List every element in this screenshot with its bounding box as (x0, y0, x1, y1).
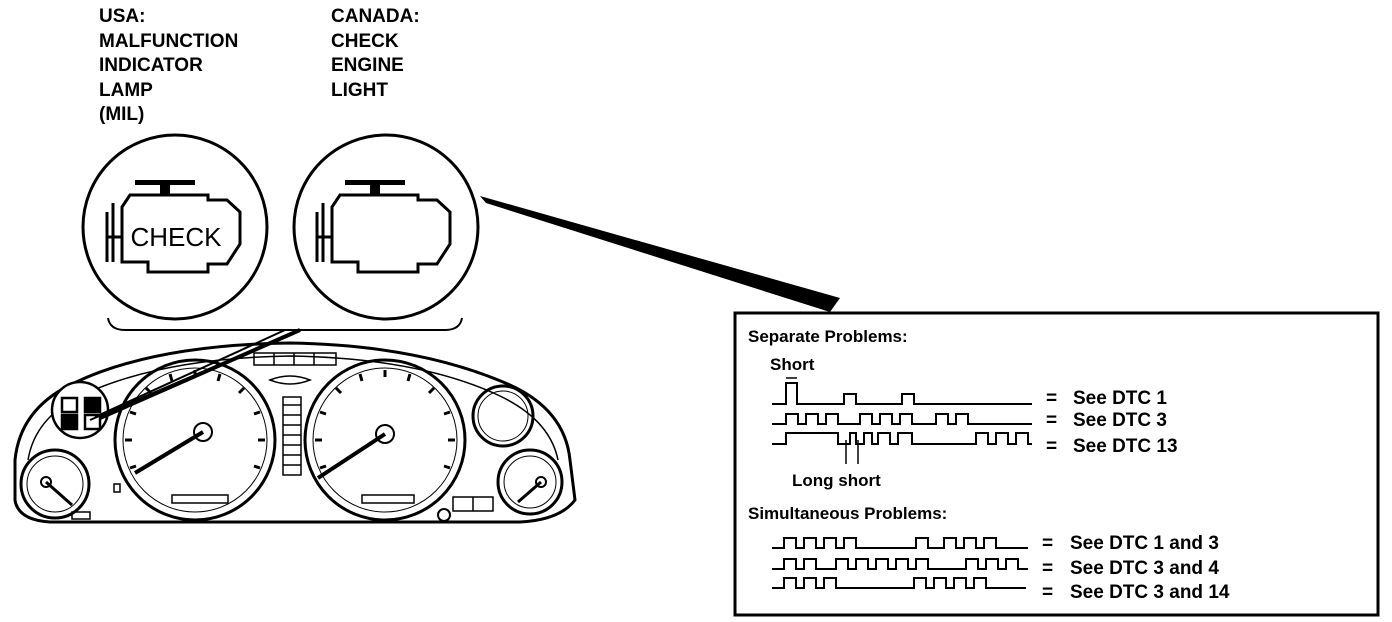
instrument-cluster (13, 341, 577, 524)
usa-label-line: LAMP (99, 79, 153, 101)
dtc-blink-pattern-inset: Separate Problems: Short Long short Simu… (733, 311, 1380, 617)
trip-reset-knob (437, 508, 451, 522)
temperature-gauge (496, 448, 564, 516)
check-lamp-text: CHECK (130, 222, 222, 252)
usa-label: USA: MALFUNCTION INDICATOR LAMP (MIL) (99, 5, 238, 128)
lamp-bracket (107, 317, 463, 331)
canada-lamp-circle (292, 133, 480, 321)
separate-problems-title: Separate Problems: (748, 327, 908, 346)
usa-label-line: (MIL) (99, 104, 145, 125)
canada-label-line: LIGHT (331, 79, 388, 101)
result-label-dtc-1-and-3: See DTC 1 and 3 (1070, 533, 1219, 554)
waveform-dtc-3 (772, 413, 1032, 425)
short-label: Short (770, 355, 815, 374)
canada-label-line: ENGINE (331, 55, 404, 76)
canada-label-line: CANADA: (331, 6, 420, 27)
waveform-dtc-1 (772, 382, 1032, 405)
result-symbol: = (1042, 533, 1053, 554)
usa-label-line: INDICATOR (99, 55, 203, 76)
simultaneous-problems-title: Simultaneous Problems: (748, 504, 947, 523)
waveform-dtc-1-and-3 (772, 537, 1028, 549)
result-label-dtc-3-and-4: See DTC 3 and 4 (1070, 558, 1219, 579)
engine-icon (315, 180, 452, 274)
usa-label-line: MALFUNCTION (99, 30, 239, 52)
check-engine-icon: CHECK (105, 180, 242, 274)
result-label-dtc-13: See DTC 13 (1073, 436, 1178, 457)
warning-light-cluster (50, 380, 110, 440)
result-symbol: = (1046, 388, 1057, 409)
waveform-dtc-13 (772, 432, 1032, 445)
usa-lamp-circle: CHECK (81, 133, 269, 321)
canada-label: CANADA: CHECK ENGINE LIGHT (331, 5, 420, 103)
small-indicator (113, 483, 121, 493)
tachometer-gauge (303, 358, 467, 522)
result-label-dtc-3-and-14: See DTC 3 and 14 (1070, 582, 1230, 603)
blank-gauge (471, 384, 535, 448)
result-symbol: = (1046, 436, 1057, 457)
speedometer-gauge (113, 358, 277, 522)
long-short-marker (845, 440, 859, 464)
canada-label-line: CHECK (331, 30, 399, 52)
waveform-dtc-3-and-4 (772, 558, 1028, 570)
usa-label-line: USA: (99, 6, 146, 27)
leader-lines (89, 328, 301, 421)
callout-wedge (480, 196, 840, 312)
result-label-dtc-3: See DTC 3 (1073, 410, 1167, 431)
result-symbol: = (1042, 558, 1053, 579)
result-label-dtc-1: See DTC 1 (1073, 388, 1167, 409)
result-symbol: = (1046, 410, 1057, 431)
waveform-dtc-3-and-14 (772, 577, 1026, 589)
fuel-gauge (19, 448, 91, 520)
center-indicator-panel (253, 352, 337, 476)
long-short-label: Long short (792, 471, 881, 490)
result-symbol: = (1042, 582, 1053, 603)
